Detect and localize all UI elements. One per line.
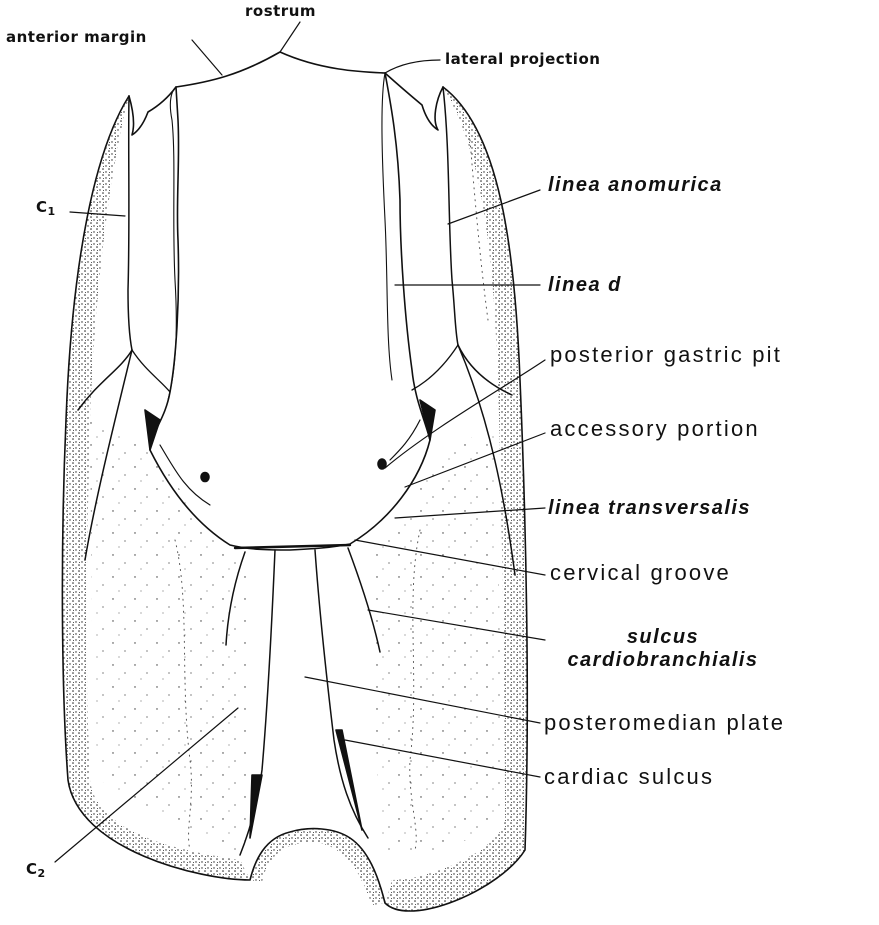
- label-sulcus: sulcus: [548, 626, 778, 649]
- label-posteromedian-plate: posteromedian plate: [544, 712, 785, 734]
- label-sulcus-cardiobranchialis: sulcus cardiobranchialis: [548, 626, 778, 672]
- left-gastric-pit: [201, 473, 209, 482]
- label-c2-letter: C: [26, 860, 38, 878]
- label-c1: C1: [36, 200, 56, 217]
- label-linea-transversalis: linea transversalis: [548, 498, 751, 518]
- label-c1-letter: C: [36, 198, 48, 216]
- label-c1-sub: 1: [48, 205, 56, 218]
- label-posterior-gastric-pit: posterior gastric pit: [550, 344, 782, 366]
- label-cardiac-sulcus: cardiac sulcus: [544, 766, 714, 788]
- label-c2-sub: 2: [38, 867, 46, 880]
- label-accessory-portion: accessory portion: [550, 418, 760, 440]
- label-cervical-groove: cervical groove: [550, 562, 731, 584]
- label-lateral-projection: lateral projection: [445, 52, 600, 67]
- label-c2: C2: [26, 862, 46, 879]
- label-linea-d: linea d: [548, 275, 622, 295]
- label-cardiobranchialis: cardiobranchialis: [548, 649, 778, 672]
- label-linea-anomurica: linea anomurica: [548, 175, 723, 195]
- label-rostrum: rostrum: [245, 4, 316, 19]
- label-anterior-margin: anterior margin: [6, 30, 147, 45]
